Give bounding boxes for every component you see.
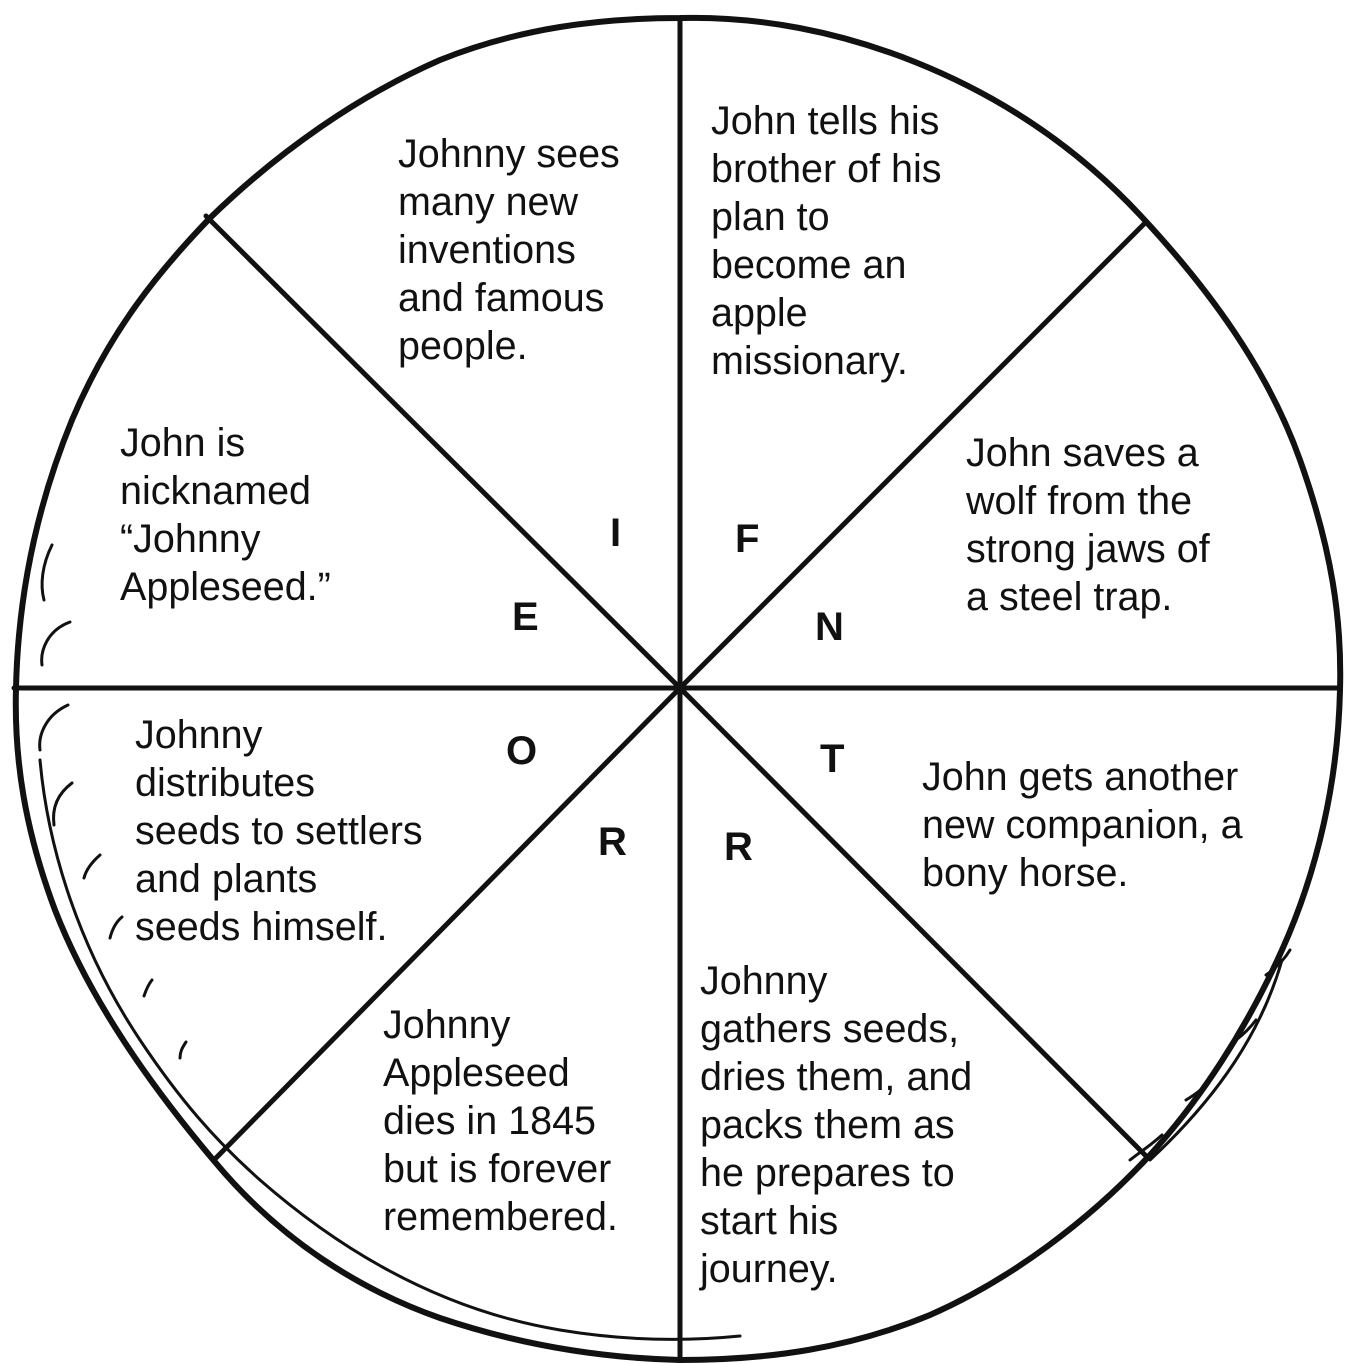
segment-line: wolf from the <box>965 479 1192 523</box>
segment-line: a steel trap. <box>966 575 1172 619</box>
segment-top-left-letter: I <box>610 511 621 555</box>
segment-line: Johnny sees <box>398 132 620 176</box>
segment-top-right: John tells his brother of his plan to be… <box>711 99 953 561</box>
segment-line: gathers seeds, <box>700 1007 959 1051</box>
segment-line: nicknamed <box>120 469 311 513</box>
segment-line: inventions <box>398 228 576 272</box>
segment-right-upper-text: John saves a wolf from the strong jaws o… <box>965 431 1221 619</box>
segment-line: Johnny <box>383 1003 511 1047</box>
segment-line: strong jaws of <box>966 527 1211 571</box>
segment-line: people. <box>398 324 528 368</box>
segment-line: and famous <box>398 276 604 320</box>
segment-right-lower-letter: T <box>820 737 844 781</box>
segment-line: remembered. <box>383 1195 618 1239</box>
segment-left-lower: Johnny distributes seeds to settlers and… <box>135 713 537 949</box>
segment-line: packs them as <box>700 1103 955 1147</box>
segment-line: new companion, a <box>922 803 1243 847</box>
segment-line: seeds himself. <box>135 905 387 949</box>
segment-line: dies in 1845 <box>383 1099 596 1143</box>
segment-top-right-text: John tells his brother of his plan to be… <box>711 99 953 383</box>
segment-line: journey. <box>699 1247 838 1291</box>
segment-line: John tells his <box>711 99 939 143</box>
segment-left-lower-text: Johnny distributes seeds to settlers and… <box>135 713 434 949</box>
segment-right-lower-text: John gets another new companion, a bony … <box>922 755 1254 895</box>
segment-line: missionary. <box>711 339 908 383</box>
segment-right-upper: John saves a wolf from the strong jaws o… <box>815 431 1221 649</box>
segment-line: brother of his <box>711 147 942 191</box>
segment-top-right-letter: F <box>735 517 759 561</box>
segment-bottom-left-letter: R <box>598 820 627 864</box>
segment-line: “Johnny <box>120 517 261 561</box>
segment-line: Johnny <box>700 959 828 1003</box>
segment-line: John saves a <box>966 431 1199 475</box>
segment-bottom-left-text: Johnny Appleseed dies in 1845 but is for… <box>383 1003 622 1239</box>
segment-line: bony horse. <box>922 851 1128 895</box>
segment-line: apple <box>711 291 808 335</box>
segment-top-left: Johnny sees many new inventions and famo… <box>398 132 631 555</box>
segment-left-upper-letter: E <box>512 595 539 639</box>
segment-line: seeds to settlers <box>135 809 423 853</box>
segment-line: Appleseed <box>383 1051 570 1095</box>
segment-line: John is <box>120 421 245 465</box>
segment-left-lower-letter: O <box>506 729 537 773</box>
segment-left-upper: John is nicknamed “Johnny Appleseed.” E <box>120 421 539 639</box>
segment-bottom-left: Johnny Appleseed dies in 1845 but is for… <box>383 820 627 1239</box>
segment-line: but is forever <box>383 1147 611 1191</box>
segment-line: become an <box>711 243 906 287</box>
segment-right-upper-letter: N <box>815 605 844 649</box>
segment-line: and plants <box>135 857 317 901</box>
segment-top-left-text: Johnny sees many new inventions and famo… <box>398 132 631 368</box>
segment-line: distributes <box>135 761 315 805</box>
segment-bottom-right-letter: R <box>724 825 753 869</box>
segment-line: start his <box>700 1199 838 1243</box>
segment-line: he prepares to <box>700 1151 955 1195</box>
segment-right-lower: John gets another new companion, a bony … <box>820 737 1254 895</box>
segment-left-upper-text: John is nicknamed “Johnny Appleseed.” <box>120 421 331 609</box>
segment-line: many new <box>398 180 579 224</box>
segment-bottom-right-text: Johnny gathers seeds, dries them, and pa… <box>699 959 983 1291</box>
segment-line: dries them, and <box>700 1055 972 1099</box>
segment-line: Johnny <box>135 713 263 757</box>
segment-line: plan to <box>711 195 830 239</box>
segment-line: John gets another <box>922 755 1238 799</box>
segment-line: Appleseed.” <box>120 565 331 609</box>
